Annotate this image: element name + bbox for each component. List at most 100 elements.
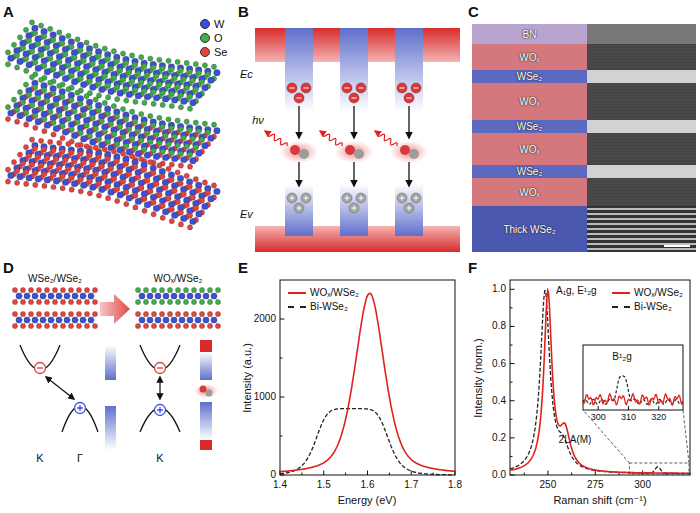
atom xyxy=(81,182,87,188)
atom xyxy=(199,299,204,304)
atom xyxy=(8,110,14,116)
atom xyxy=(12,299,17,304)
atom xyxy=(69,175,74,180)
hole xyxy=(299,149,309,159)
atom xyxy=(148,189,153,194)
atom xyxy=(99,186,105,192)
atom xyxy=(124,190,129,195)
atom xyxy=(53,125,59,131)
atom xyxy=(178,126,183,131)
atom xyxy=(57,59,62,64)
atom xyxy=(160,174,165,179)
atom xyxy=(96,81,101,86)
atom xyxy=(181,76,186,81)
atom xyxy=(53,178,59,184)
tem-layer xyxy=(587,83,696,120)
atom xyxy=(207,287,212,292)
atom xyxy=(28,287,33,292)
atom xyxy=(114,58,119,63)
atom xyxy=(108,88,114,94)
tem-fringe xyxy=(587,201,696,202)
tem-fringe xyxy=(587,159,696,160)
atom xyxy=(90,139,96,145)
atom xyxy=(133,119,138,124)
atom xyxy=(93,71,98,76)
atom xyxy=(187,69,192,74)
atom xyxy=(51,67,56,72)
tem-fringe xyxy=(587,204,696,205)
atom xyxy=(215,323,220,328)
atom xyxy=(84,123,89,128)
atom xyxy=(59,118,65,124)
tem-fringe xyxy=(587,100,696,101)
quantum-well xyxy=(395,184,423,236)
legend-text: O xyxy=(214,32,223,45)
tem-fringe xyxy=(587,94,696,95)
atom xyxy=(93,43,98,48)
atom xyxy=(163,96,169,102)
atom xyxy=(160,215,165,220)
hole xyxy=(354,149,364,159)
label: 1.6 xyxy=(361,479,375,491)
atom xyxy=(202,203,208,209)
atom xyxy=(162,179,168,185)
label: WOₓ/WSe₂ xyxy=(154,273,203,285)
atom xyxy=(56,293,62,299)
tick xyxy=(411,471,412,476)
layer-band: BN xyxy=(472,24,587,44)
tem-fringe xyxy=(587,135,696,136)
label: Γ xyxy=(77,452,83,465)
atom xyxy=(208,135,214,141)
atom xyxy=(15,168,20,173)
atom xyxy=(20,287,25,292)
atom xyxy=(54,156,59,161)
atom xyxy=(193,87,198,92)
atom xyxy=(121,77,126,82)
atom xyxy=(78,101,83,106)
atom xyxy=(11,42,16,47)
atom xyxy=(135,299,140,304)
legend-text: W xyxy=(214,18,224,31)
atom xyxy=(178,210,183,215)
atom xyxy=(33,182,38,187)
inset-frame xyxy=(583,345,683,410)
atom xyxy=(35,119,41,125)
atom xyxy=(66,33,71,38)
atom xyxy=(106,196,111,201)
tick xyxy=(658,406,659,410)
atom xyxy=(92,287,97,292)
electron xyxy=(301,83,311,93)
tem-fringe xyxy=(587,147,696,148)
transform-arrow xyxy=(100,294,130,324)
atom xyxy=(36,154,41,159)
atom xyxy=(202,143,208,149)
atom xyxy=(26,115,32,121)
atom xyxy=(42,183,47,188)
atom xyxy=(150,194,156,200)
panel-letter: C xyxy=(468,3,479,20)
atom xyxy=(135,311,140,316)
tem-fringe xyxy=(587,192,696,193)
atom xyxy=(52,287,57,292)
tem-layer xyxy=(587,165,696,178)
layer-label: WSe₂ xyxy=(517,121,543,132)
atom xyxy=(169,125,174,130)
atom xyxy=(33,146,38,151)
atom xyxy=(102,73,107,78)
atom xyxy=(169,91,174,96)
atom xyxy=(181,192,186,197)
atom xyxy=(52,311,57,316)
atom xyxy=(15,180,20,185)
tem-layer xyxy=(587,44,696,70)
tem-fringe xyxy=(587,248,696,250)
label: 1.0 xyxy=(492,284,506,296)
atom xyxy=(163,74,168,79)
atom xyxy=(78,177,83,182)
label: 1.7 xyxy=(404,479,418,491)
atom xyxy=(208,196,214,202)
atom xyxy=(60,287,65,292)
electron xyxy=(400,145,410,155)
atom xyxy=(29,137,34,142)
atom xyxy=(133,193,138,198)
atom xyxy=(51,37,56,42)
